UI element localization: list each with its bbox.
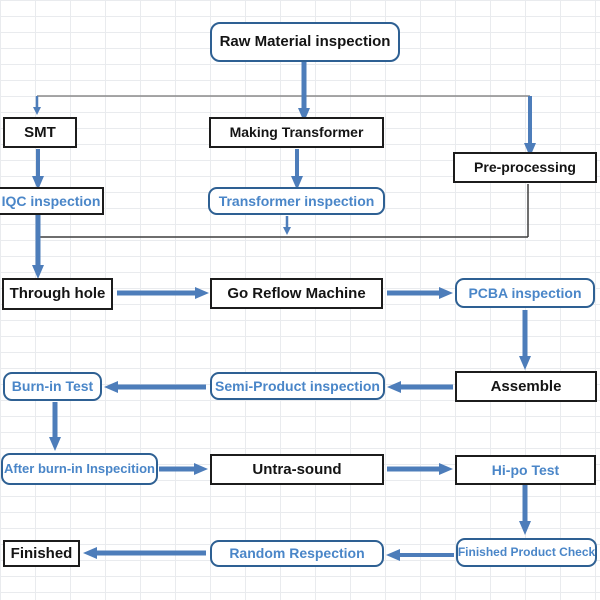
node-iqc-inspection: IQC inspection [0,187,104,215]
node-pre-processing: Pre-processing [453,152,597,183]
node-go-reflow-machine: Go Reflow Machine [210,278,383,309]
node-making-transformer: Making Transformer [209,117,384,148]
node-hi-po-test: Hi-po Test [455,455,596,485]
node-through-hole: Through hole [2,278,113,310]
node-finished: Finished [3,540,80,567]
node-semi-product-inspection: Semi-Product inspection [210,372,385,400]
node-transformer-inspection: Transformer inspection [208,187,385,215]
node-assemble: Assemble [455,371,597,402]
node-finished-product-check: Finished Product Check [456,538,597,567]
node-untra-sound: Untra-sound [210,454,384,485]
node-pcba-inspection: PCBA inspection [455,278,595,308]
node-smt: SMT [3,117,77,148]
node-random-respection: Random Respection [210,540,384,567]
node-raw-material-inspection: Raw Material inspection [210,22,400,62]
node-burn-in-test: Burn-in Test [3,372,102,401]
node-after-burn-in-inspecition: After burn-in Inspecition [1,453,158,485]
